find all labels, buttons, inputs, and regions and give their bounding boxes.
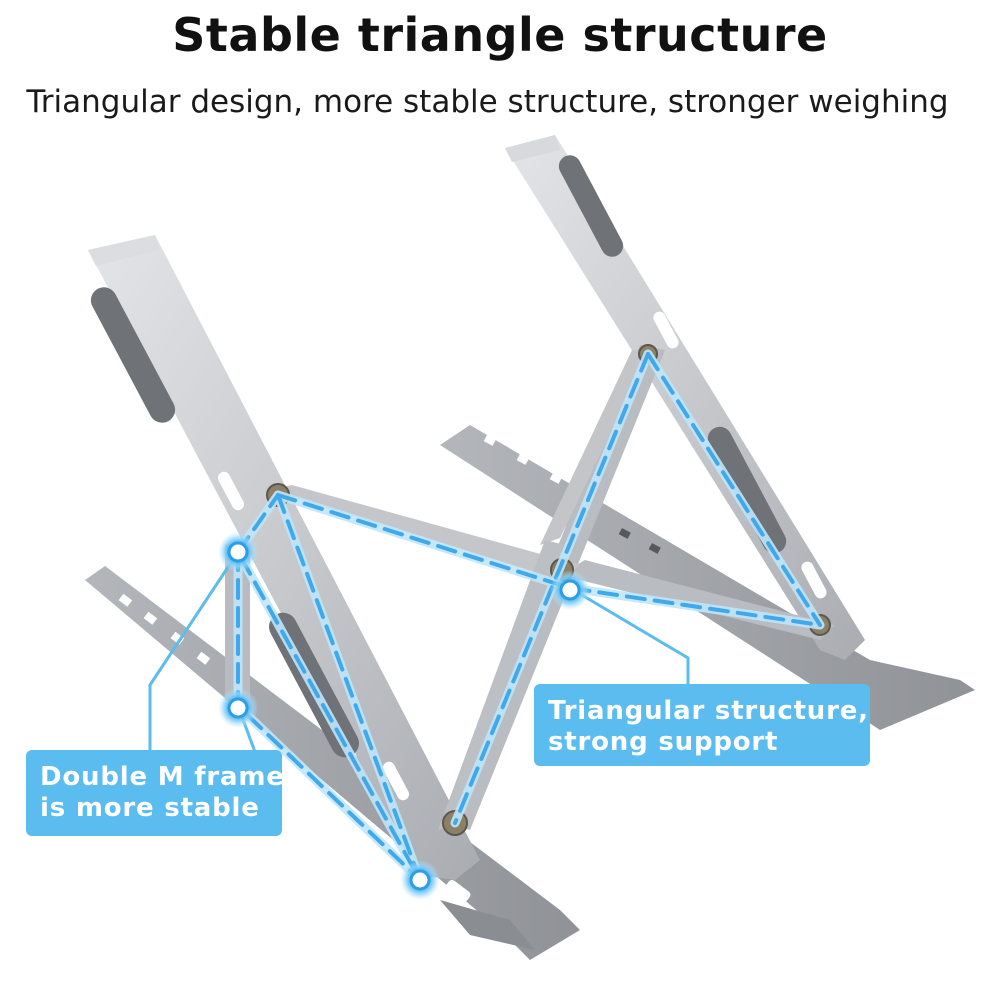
callout-triangular-structure: Triangular structure, strong support [534, 684, 870, 766]
joint-markers [218, 532, 590, 900]
front-scissor-bars [225, 485, 580, 830]
callout-line: Double M frame [40, 762, 285, 792]
callout-double-m-frame: Double M frame is more stable [26, 750, 285, 836]
rear-support-arm [505, 135, 865, 660]
joint-marker-icon [218, 688, 258, 728]
page-title: Stable triangle structure [172, 8, 828, 62]
joint-marker-icon [400, 860, 440, 900]
joint-marker-icon [550, 570, 590, 610]
callout-line: strong support [548, 727, 779, 757]
joint-marker-icon [218, 532, 258, 572]
callout-line: is more stable [40, 793, 260, 823]
page-subtitle: Triangular design, more stable structure… [26, 84, 949, 120]
callout-line: Triangular structure, [548, 696, 869, 726]
